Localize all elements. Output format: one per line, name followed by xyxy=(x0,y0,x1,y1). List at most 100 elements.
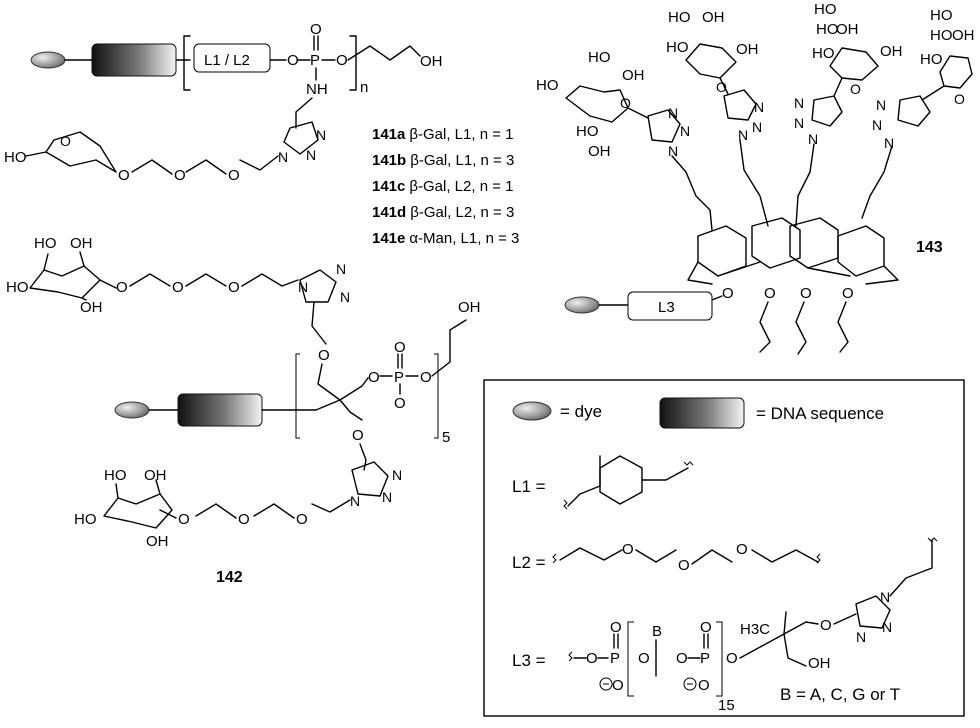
s1-oh-top: OH xyxy=(622,67,645,84)
s1-oh-bottom: OH xyxy=(588,143,611,160)
legend-dna-icon xyxy=(659,397,745,429)
s2-ho-left: HO xyxy=(666,39,689,56)
gal1-o-link: O xyxy=(116,279,128,296)
dna-sequence-icon-142 xyxy=(177,393,263,427)
s3-ho-left: HO xyxy=(812,45,835,62)
nh-label: NH xyxy=(306,81,328,98)
l3-n2: N xyxy=(882,619,892,635)
s2-n2: N xyxy=(752,119,762,135)
legend-l2-label: L2 = xyxy=(512,553,546,572)
gal2-oh-top: OH xyxy=(144,467,167,484)
compound-142-label: 142 xyxy=(216,569,243,586)
l3-structure: O P O O O B O P O O 15 O H3C xyxy=(568,537,938,714)
legend-l1-label: L1 = xyxy=(512,477,546,496)
sugar-arm-1: HO OH HO HO OH O N N N xyxy=(536,49,713,231)
chain-oh: OH xyxy=(458,299,481,316)
s3-n3: N xyxy=(808,131,818,147)
l3-o2: O xyxy=(638,650,650,667)
sugar-arm-3: HO OH HO HO OH O N N N xyxy=(794,1,903,227)
peg2-o-a: O xyxy=(296,511,308,528)
gal2-oh-bottom: OH xyxy=(146,533,169,550)
sugar-ring-o: O xyxy=(60,133,71,149)
s1-n2: N xyxy=(680,123,690,139)
s3-ho-mid: HO xyxy=(816,21,839,38)
phosphate-p: P xyxy=(310,52,320,69)
s1-ho-top: HO xyxy=(588,49,611,66)
l3-p1-ominus: O xyxy=(612,677,624,694)
ether-o1: O xyxy=(118,167,130,184)
triazole-n3: N xyxy=(278,149,288,165)
s1-ho-mid: HO xyxy=(576,123,599,140)
dna-sequence-icon xyxy=(91,43,177,77)
dye-icon-143 xyxy=(564,296,600,314)
sugar-arm-2: HO OH HO OH O N N N xyxy=(666,9,769,227)
tri2-n2: N xyxy=(392,467,402,483)
s2-n1: N xyxy=(754,99,764,115)
legend-dna-label: = DNA sequence xyxy=(756,404,884,423)
phosphate-o-top: O xyxy=(310,21,322,38)
peg-o-b: O xyxy=(228,279,240,296)
s3-oh-right: OH xyxy=(880,43,903,60)
s2-oh-top: OH xyxy=(702,9,725,26)
l3-p2-ominus: O xyxy=(698,677,710,694)
s2-ring-o: O xyxy=(716,79,727,95)
linker-label: L1 / L2 xyxy=(204,52,250,69)
l2-o3: O xyxy=(736,541,748,558)
s3-oh-top: OH xyxy=(836,21,859,38)
calix-o4: O xyxy=(842,285,854,302)
tri1-n3: N xyxy=(340,289,350,305)
ether-o2: O xyxy=(174,167,186,184)
sugar-ho: HO xyxy=(4,149,27,166)
tri2-n1: N xyxy=(350,493,360,509)
s1-n1: N xyxy=(668,105,678,121)
s4-ho-left: HO xyxy=(920,51,943,68)
phos-o-right: O xyxy=(420,369,432,386)
l2-o1: O xyxy=(622,541,634,558)
compound-141: L1 / L2 O P O O n OH NH N N N O O O O HO xyxy=(4,21,443,184)
compound-143-label: 143 xyxy=(916,239,943,256)
linker-box xyxy=(193,43,271,73)
dye-icon-142 xyxy=(114,401,150,419)
s3-ho-top: HO xyxy=(814,1,837,18)
gal2-ho-top: HO xyxy=(104,467,127,484)
l3-linker-box xyxy=(627,291,713,321)
s1-ho-left: HO xyxy=(536,77,559,94)
l3-n1: N xyxy=(880,589,890,605)
s4-n3: N xyxy=(884,135,894,151)
gal1-ho-left: HO xyxy=(6,279,29,296)
phos-p: P xyxy=(394,369,404,386)
s3-n1: N xyxy=(794,95,804,111)
s2-ho-top: HO xyxy=(668,9,691,26)
l3-oh: OH xyxy=(808,655,831,672)
l3-p1-o: O xyxy=(610,619,622,636)
tri2-n3: N xyxy=(382,489,392,505)
l3-repeat-15: 15 xyxy=(718,697,735,714)
s2-n3: N xyxy=(738,127,748,143)
l3-linker-label: L3 xyxy=(658,299,675,316)
l3-b: B xyxy=(652,623,662,640)
l2-structure: O O O xyxy=(552,541,821,574)
s4-n1: N xyxy=(876,97,886,113)
phos-o-minus: O xyxy=(394,395,406,412)
peg2-o-c: O xyxy=(178,511,190,528)
terminal-oh: OH xyxy=(420,53,443,70)
compound-142: HO OH HO OH O O O N N N O O P O O O xyxy=(6,235,481,586)
l3-o4: O xyxy=(726,650,738,667)
l3-h3c: H3C xyxy=(740,621,770,638)
calix-o2: O xyxy=(764,285,776,302)
l3-p1: P xyxy=(610,650,620,667)
phosphate-o-right: O xyxy=(336,52,348,69)
phos-o-top: O xyxy=(394,339,406,356)
s4-oh-top: OH xyxy=(952,27,975,44)
legend-box: = dye = DNA sequence L1 = L2 = O O O L3 … xyxy=(483,379,965,717)
sugar-arm-4: HO OH HO HO O N N N xyxy=(861,7,975,219)
repeat-n: n xyxy=(360,79,368,96)
peg-o-a: O xyxy=(172,279,184,296)
gal1-oh-bottom: OH xyxy=(80,299,103,316)
s3-ring-o: O xyxy=(850,81,861,97)
